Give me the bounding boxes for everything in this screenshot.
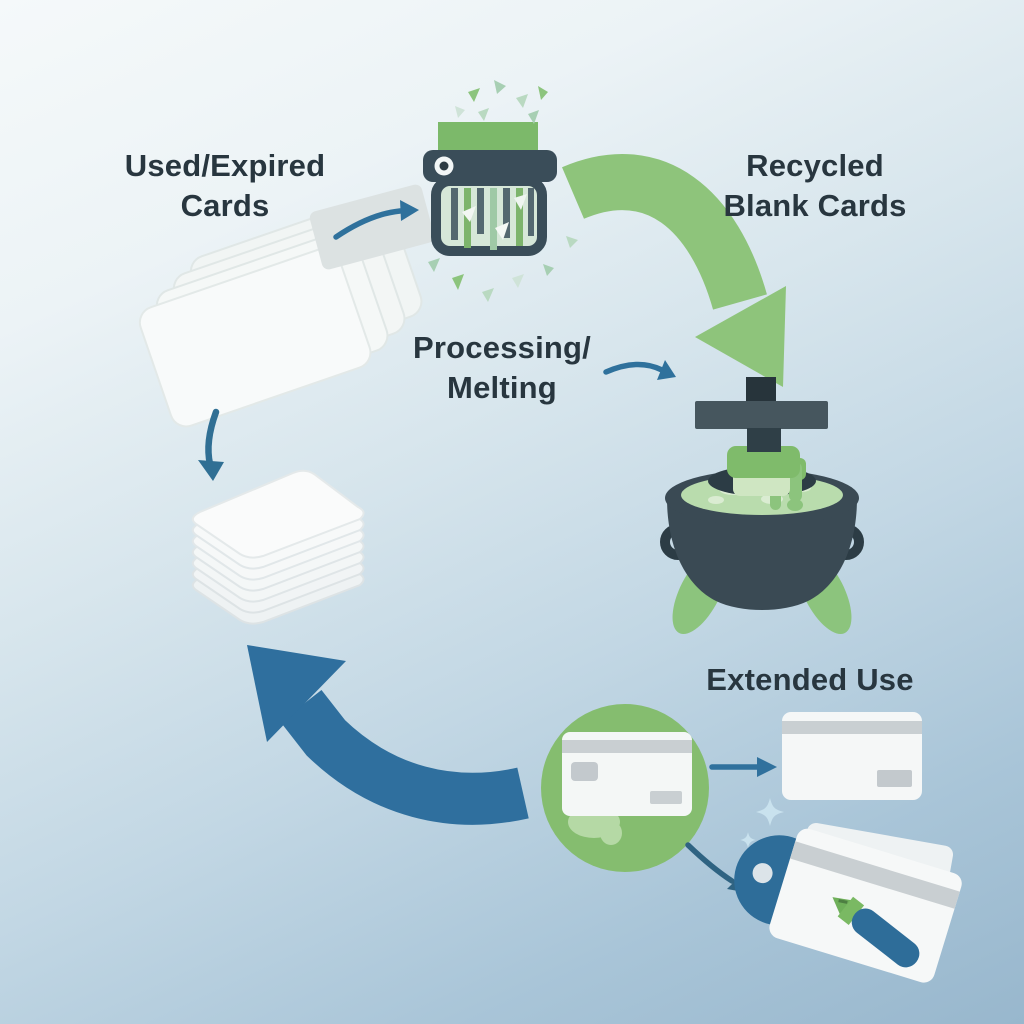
badge-card-stripe <box>562 740 692 753</box>
pot-body <box>667 498 857 610</box>
pen-icon <box>832 896 920 968</box>
stack-layers <box>191 469 365 625</box>
down-arrow-icon <box>198 408 224 481</box>
shredder-icon <box>423 80 578 302</box>
used-expired-cards-label: Used/Expired Cards <box>60 146 390 225</box>
melting-pot-icon <box>660 377 864 634</box>
feed-card-icon <box>309 184 435 270</box>
blank-card-stack-icon <box>191 469 365 625</box>
badge-card-chip <box>571 762 598 781</box>
processing-melting-label: Processing/ Melting <box>372 328 632 407</box>
molten-card-badge-icon <box>541 704 709 872</box>
green-flow-arrow-icon <box>562 154 786 387</box>
processing-line1: Processing/ <box>413 330 591 365</box>
recycled-line1: Recycled <box>746 148 884 183</box>
extended-use-label: Extended Use <box>655 660 965 700</box>
fan-card-1 <box>138 247 372 428</box>
keycard-pen-icon <box>734 823 962 983</box>
extended-use-line1: Extended Use <box>706 662 914 697</box>
shredded-strips <box>451 188 534 250</box>
recycle-return-arrow-icon <box>247 645 529 825</box>
used-expired-line2: Cards <box>180 187 270 223</box>
feed-arrow-icon <box>333 200 419 240</box>
recycled-line2: Blank Cards <box>723 187 907 223</box>
recycled-blank-cards-label: Recycled Blank Cards <box>655 146 975 225</box>
used-cards-fan-icon <box>138 196 423 428</box>
confetti-icon <box>428 80 578 302</box>
shredder-head <box>423 150 557 182</box>
used-expired-line1: Used/Expired <box>124 148 326 183</box>
badge-card-box <box>650 791 682 804</box>
press-mechanism <box>695 377 828 452</box>
processing-line2: Melting <box>447 369 557 405</box>
keycard-stripe <box>790 841 960 909</box>
press-collar <box>727 446 800 478</box>
processing-arrow-icon <box>603 360 676 380</box>
sparkle-icon <box>740 798 784 848</box>
extended-use-card-icon <box>782 712 922 800</box>
extended-card-box <box>877 770 912 787</box>
extended-card-stripe <box>782 721 922 734</box>
extended-use-arrow-icon <box>709 757 777 777</box>
key-hole <box>752 863 773 884</box>
